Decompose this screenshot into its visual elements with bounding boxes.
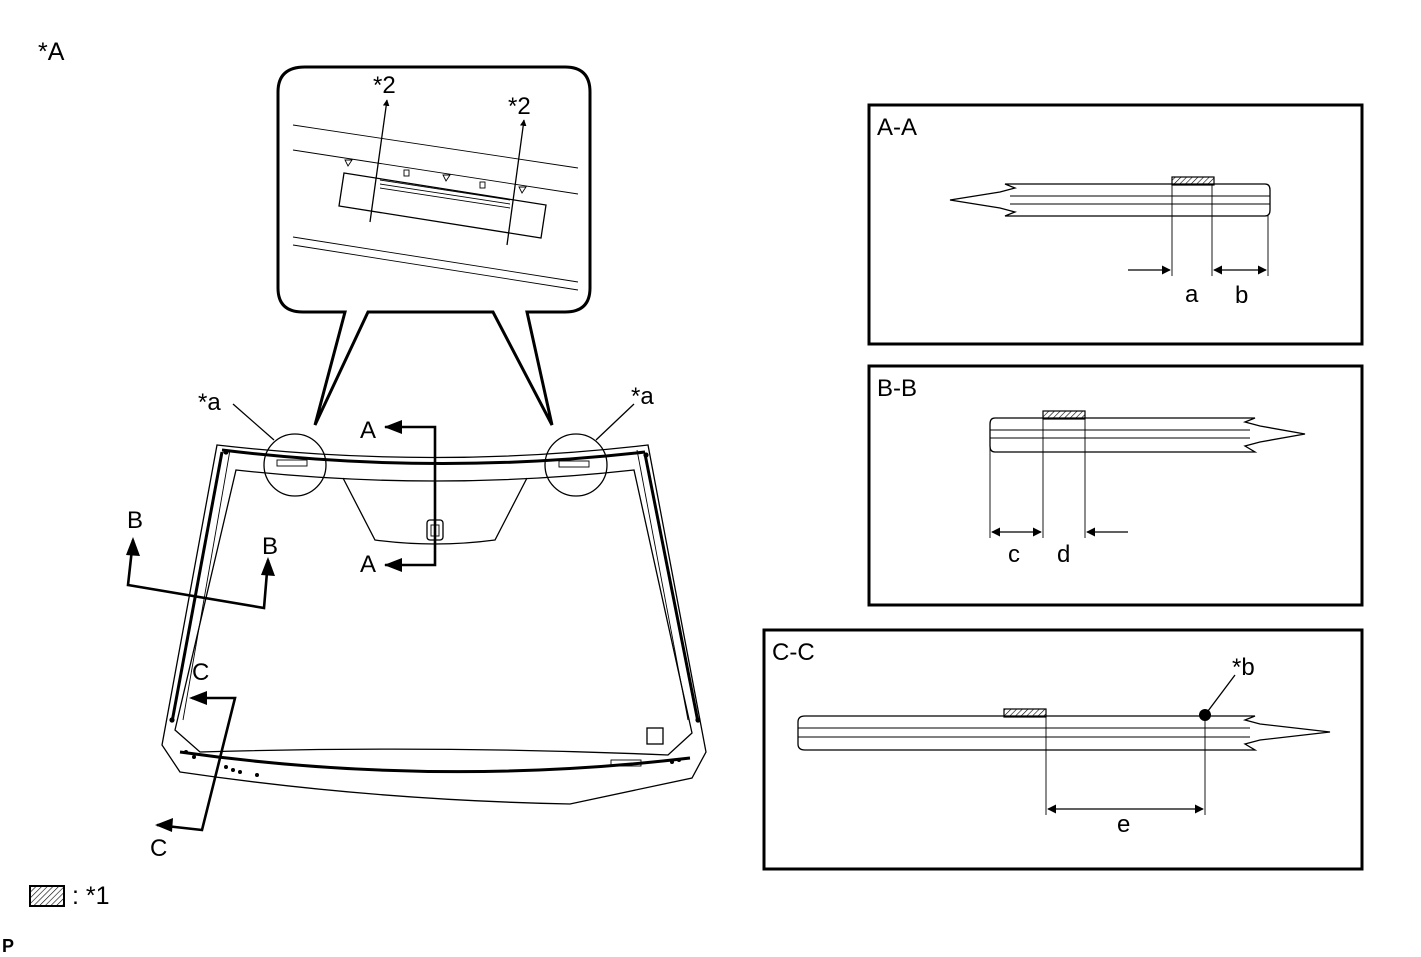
panel-cc bbox=[762, 628, 1364, 871]
legend-hatch-swatch bbox=[29, 885, 65, 907]
view-a-label: *A bbox=[38, 38, 65, 66]
callout-label-left: *a bbox=[198, 389, 221, 416]
section-marker-a bbox=[384, 420, 437, 572]
panel-aa-dim-b: b bbox=[1235, 282, 1248, 309]
detail-callout bbox=[276, 65, 592, 426]
panel-bb bbox=[867, 364, 1364, 607]
section-c-bottom-label: C bbox=[150, 835, 167, 862]
legend-label: : *1 bbox=[72, 882, 110, 910]
panel-cc-point-b: *b bbox=[1232, 654, 1255, 681]
panel-aa-dim-a: a bbox=[1185, 281, 1199, 308]
section-b-right-label: B bbox=[262, 533, 278, 560]
panel-bb-dim-d: d bbox=[1057, 541, 1070, 568]
section-marker-b bbox=[126, 537, 275, 610]
part-2-label-left: *2 bbox=[373, 72, 396, 99]
section-a-top-label: A bbox=[360, 417, 376, 444]
callout-label-right: *a bbox=[631, 383, 654, 410]
panel-bb-title: B-B bbox=[877, 375, 917, 402]
section-marker-c bbox=[155, 691, 237, 832]
panel-bb-dim-c: c bbox=[1008, 541, 1020, 568]
panel-aa bbox=[867, 103, 1364, 346]
section-b-left-label: B bbox=[127, 507, 143, 534]
part-2-label-right: *2 bbox=[508, 93, 531, 120]
corner-mark: P bbox=[2, 936, 14, 956]
section-a-bottom-label: A bbox=[360, 551, 376, 578]
section-c-top-label: C bbox=[192, 659, 209, 686]
panel-cc-dim-e: e bbox=[1117, 811, 1130, 838]
panel-cc-title: C-C bbox=[772, 639, 815, 666]
panel-aa-title: A-A bbox=[877, 114, 917, 141]
